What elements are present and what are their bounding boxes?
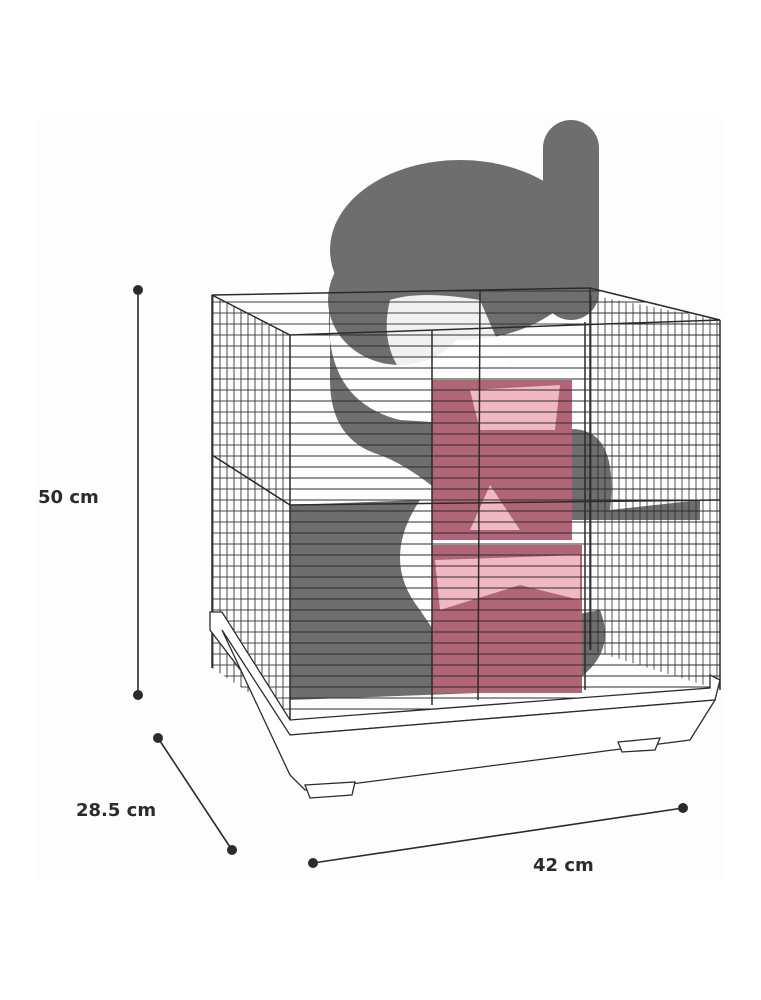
depth-dimension-line — [157, 737, 233, 851]
cage-frame — [211, 287, 721, 720]
width-label: 42 cm — [533, 855, 594, 876]
dimension-lines — [137, 290, 684, 864]
height-label: 50 cm — [38, 487, 99, 508]
cage-left-wall — [212, 295, 290, 720]
width-dimension-line — [312, 807, 684, 864]
cage-top — [212, 288, 720, 335]
cage-right-wall — [590, 295, 720, 690]
dimension-endpoints — [133, 285, 688, 868]
depth-label: 28.5 cm — [76, 800, 157, 821]
cage-base-tray — [209, 611, 721, 799]
